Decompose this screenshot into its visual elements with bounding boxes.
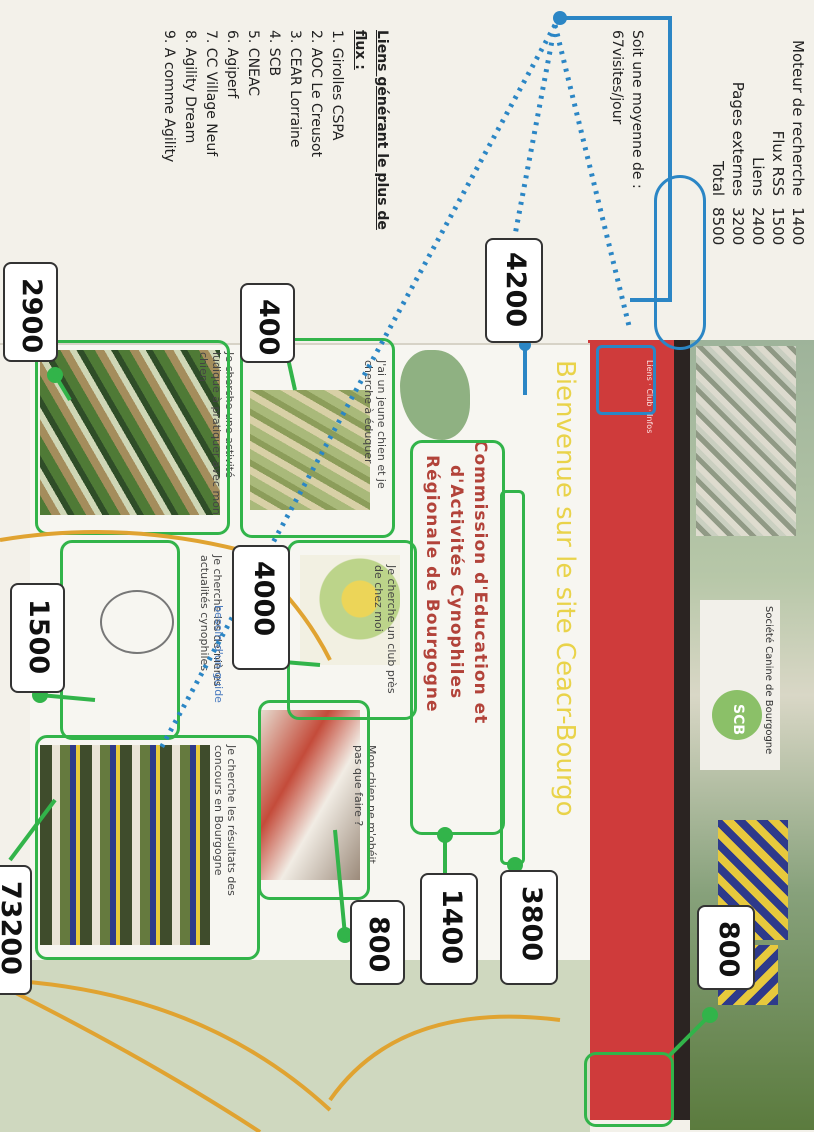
green-frame-puppy — [240, 338, 395, 538]
callout-value: 800 — [363, 916, 394, 973]
site-dark-band — [670, 340, 690, 1120]
callout-box-73200: 73200 — [0, 865, 32, 995]
callout-box-4200: 4200 — [485, 238, 543, 343]
callout-box-4000: 4000 — [232, 545, 290, 670]
blue-frame-menu — [596, 345, 656, 415]
banner-crowd-photo — [696, 346, 796, 536]
callout-value: 1400 — [436, 889, 467, 965]
links-title-line1: Liens générant le plus de — [374, 30, 390, 230]
site-menu-bar — [588, 340, 674, 1120]
links-item: 2. AOC Le Creusot — [308, 30, 324, 158]
callout-box-2900: 2900 — [3, 262, 58, 362]
orange-line-1 — [0, 530, 241, 552]
average-line-2: 67visites/jour — [609, 30, 625, 125]
links-item: 6. Agiperf — [224, 30, 240, 99]
blue-arrow-solid — [560, 16, 672, 302]
site-banner-photo — [690, 340, 814, 1130]
callout-value: 1500 — [23, 599, 54, 675]
callout-value: 400 — [253, 299, 284, 356]
team-photo — [40, 745, 210, 945]
links-item: 9. A comme Agility — [161, 30, 177, 163]
links-item: 1. Girolles CSPA — [329, 30, 345, 141]
links-item: 3. CEAR Lorraine — [287, 30, 303, 148]
cartoon-head-icon — [100, 590, 174, 654]
links-title-line2: flux : — [352, 30, 368, 70]
links-item: 5. CNEAC — [245, 30, 261, 97]
map-photo — [300, 555, 400, 665]
green-arrow-800 — [333, 829, 347, 936]
callout-value: 4000 — [248, 561, 279, 637]
green-arrow-1500 — [39, 693, 96, 702]
footer-photo — [0, 960, 590, 1132]
agility-photo — [40, 350, 220, 515]
blue-dot — [553, 11, 567, 25]
callout-value: 73200 — [0, 881, 26, 975]
callout-box-3800: 3800 — [500, 870, 558, 985]
blue-dotted-arrow-menu — [552, 24, 633, 331]
callout-box-1500: 1500 — [10, 583, 65, 693]
green-arrow-800-menu — [668, 1013, 712, 1057]
callout-value: 3800 — [516, 886, 547, 962]
callout-box-1400: 1400 — [420, 873, 478, 985]
logo-badge: SCB — [712, 690, 762, 740]
callout-value: 800 — [713, 921, 744, 978]
green-frame-results — [35, 735, 260, 960]
callout-box-400: 400 — [240, 283, 295, 363]
callout-value: 4200 — [500, 252, 531, 328]
green-frame-menu-item — [584, 1052, 674, 1127]
links-item: 7. CC Village Neuf — [203, 30, 219, 157]
dog-training-photo — [260, 710, 360, 880]
page-divider — [0, 343, 590, 345]
puppy-photo — [250, 390, 370, 510]
links-item: 8. Agility Dream — [182, 30, 198, 144]
green-frame-commission — [410, 440, 505, 835]
green-arrow-73200 — [8, 798, 57, 862]
orange-line-4 — [0, 983, 262, 1132]
orange-line-5 — [328, 1014, 561, 1102]
blue-dotted-arrow-results — [157, 23, 558, 752]
orange-line-2 — [0, 978, 332, 1112]
average-line-1: Soit une moyenne de : — [629, 30, 645, 189]
callout-box-800-top: 800 — [697, 905, 755, 990]
site-logo: SCB Société Canine de Bourgogne — [700, 600, 780, 770]
links-item: 4. SCB — [266, 30, 282, 77]
callout-value: 2900 — [16, 278, 47, 354]
callout-box-800: 800 — [350, 900, 405, 985]
blue-frame-total — [654, 175, 706, 350]
